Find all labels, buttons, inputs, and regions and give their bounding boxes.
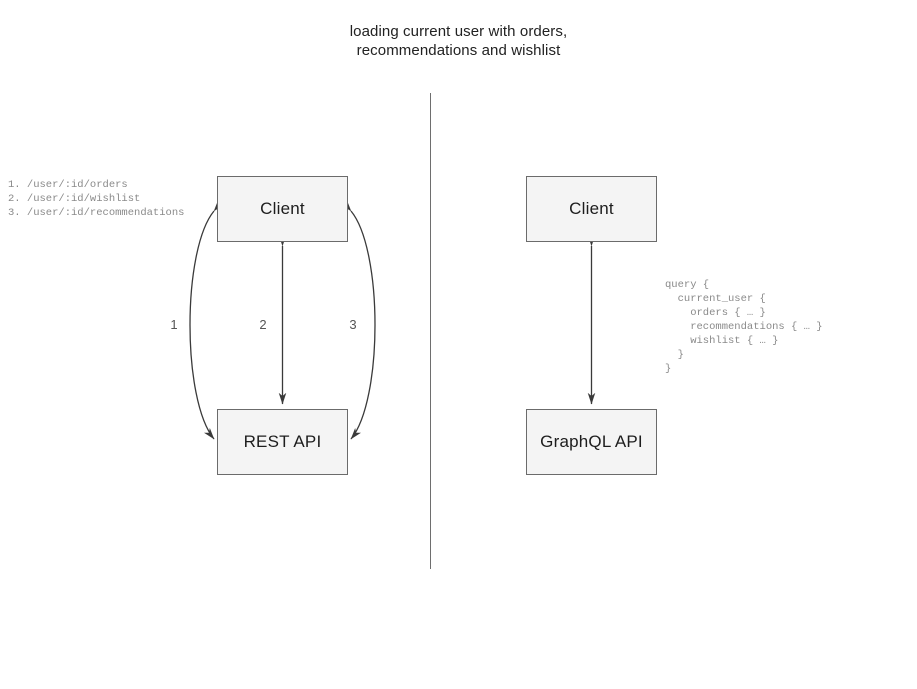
edge-label-1: 1 bbox=[170, 317, 178, 332]
node-graphql-api[interactable]: GraphQL API bbox=[526, 409, 657, 475]
diagram-title: loading current user with orders, recomm… bbox=[349, 23, 568, 59]
node-rest-api[interactable]: REST API bbox=[217, 409, 348, 475]
panel-divider bbox=[430, 93, 431, 569]
edge-label-3: 3 bbox=[349, 317, 357, 332]
node-client-graphql[interactable]: Client bbox=[526, 176, 657, 242]
edge-label-2: 2 bbox=[259, 317, 267, 332]
rest-endpoint-list: 1. /user/:id/orders 2. /user/:id/wishlis… bbox=[8, 179, 185, 219]
edge-1-path bbox=[189, 199, 224, 440]
node-client-rest[interactable]: Client bbox=[217, 176, 348, 242]
graphql-query-snippet: query { current_user { orders { … } reco… bbox=[665, 279, 823, 375]
